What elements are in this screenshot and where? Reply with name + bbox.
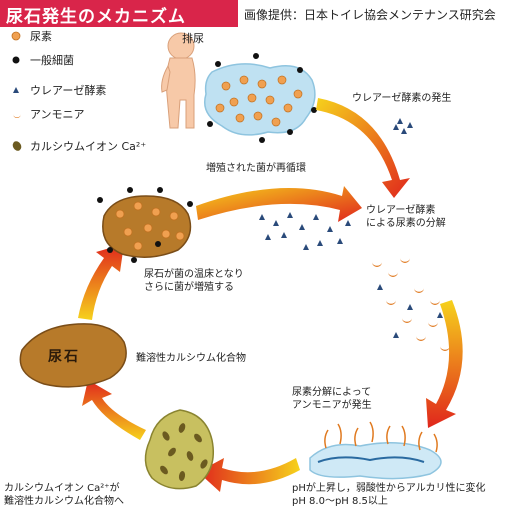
legend-label: アンモニア xyxy=(30,108,85,121)
urine-stone-blob xyxy=(19,323,127,388)
page-title: 尿石発生のメカニズム xyxy=(6,7,186,27)
step-urination: 排尿 xyxy=(182,32,204,45)
step-calcium-compound-line1: カルシウムイオン Ca²⁺が xyxy=(4,483,120,494)
arrow-recirculation xyxy=(196,186,362,222)
legend-label: カルシウムイオン Ca²⁺ xyxy=(30,140,147,153)
step-bacteria-breeding-line2: さらに菌が増殖する xyxy=(144,282,234,293)
step-ammonia-generation-line1: 尿素分解によって xyxy=(292,387,372,398)
legend-label: 尿素 xyxy=(30,30,52,43)
ammonia-crescent-icon xyxy=(10,108,24,120)
urease-cluster-middle xyxy=(259,212,351,250)
arrow-insoluble xyxy=(82,380,146,440)
arrow-bacteria xyxy=(78,244,124,320)
step-urea-decomposition-line2: による尿素の分解 xyxy=(366,218,446,229)
urease-triangle-icon xyxy=(10,84,24,96)
legend-item-urea: 尿素 xyxy=(10,28,52,44)
ammonia-cluster xyxy=(372,258,450,351)
urine-blob xyxy=(204,53,317,143)
calcium-compound-blob xyxy=(144,409,214,490)
urea-dot-icon xyxy=(10,30,24,42)
arrow-ammonia xyxy=(426,300,463,428)
title-bar xyxy=(0,0,238,27)
legend-label: 一般細菌 xyxy=(30,54,74,67)
legend-label: ウレアーゼ酵素 xyxy=(30,84,107,97)
step-urea-decomposition-line1: ウレアーゼ酵素 xyxy=(366,205,436,216)
step-calcium-compound-line2: 難溶性カルシウム化合物へ xyxy=(4,496,124,507)
urine-stone-label: 尿石 xyxy=(48,349,80,365)
urease-cluster-top xyxy=(393,118,413,134)
step-insoluble-compound: 難溶性カルシウム化合物 xyxy=(136,353,246,364)
step-ph-change-line1: pHが上昇し，弱酸性からアルカリ性に変化 xyxy=(292,483,486,494)
image-credit: 画像提供：日本トイレ協会メンテナンス研究会 xyxy=(244,8,496,22)
legend-item-calcium: カルシウムイオン Ca²⁺ xyxy=(10,138,146,154)
legend-item-bacteria: 一般細菌 xyxy=(10,52,74,68)
baby-illustration xyxy=(161,32,196,129)
arrow-calcium xyxy=(198,458,300,492)
step-recirculation: 増殖された菌が再循環 xyxy=(206,163,306,174)
legend-item-ammonia: アンモニア xyxy=(10,106,85,122)
bacteria-dot-icon xyxy=(10,54,24,66)
arrow-urease xyxy=(316,98,410,198)
legend-item-urease: ウレアーゼ酵素 xyxy=(10,82,106,98)
calcium-ion-icon xyxy=(10,140,24,152)
step-bacteria-breeding-line1: 尿石が菌の温床となり xyxy=(144,269,244,280)
step-urease-generation: ウレアーゼ酵素の発生 xyxy=(352,93,452,104)
alkaline-puddle xyxy=(309,421,442,480)
bacteria-stone-blob xyxy=(97,187,193,263)
step-ammonia-generation-line2: アンモニアが発生 xyxy=(292,400,372,411)
step-ph-change-line2: pH 8.0〜pH 8.5以上 xyxy=(292,496,388,507)
